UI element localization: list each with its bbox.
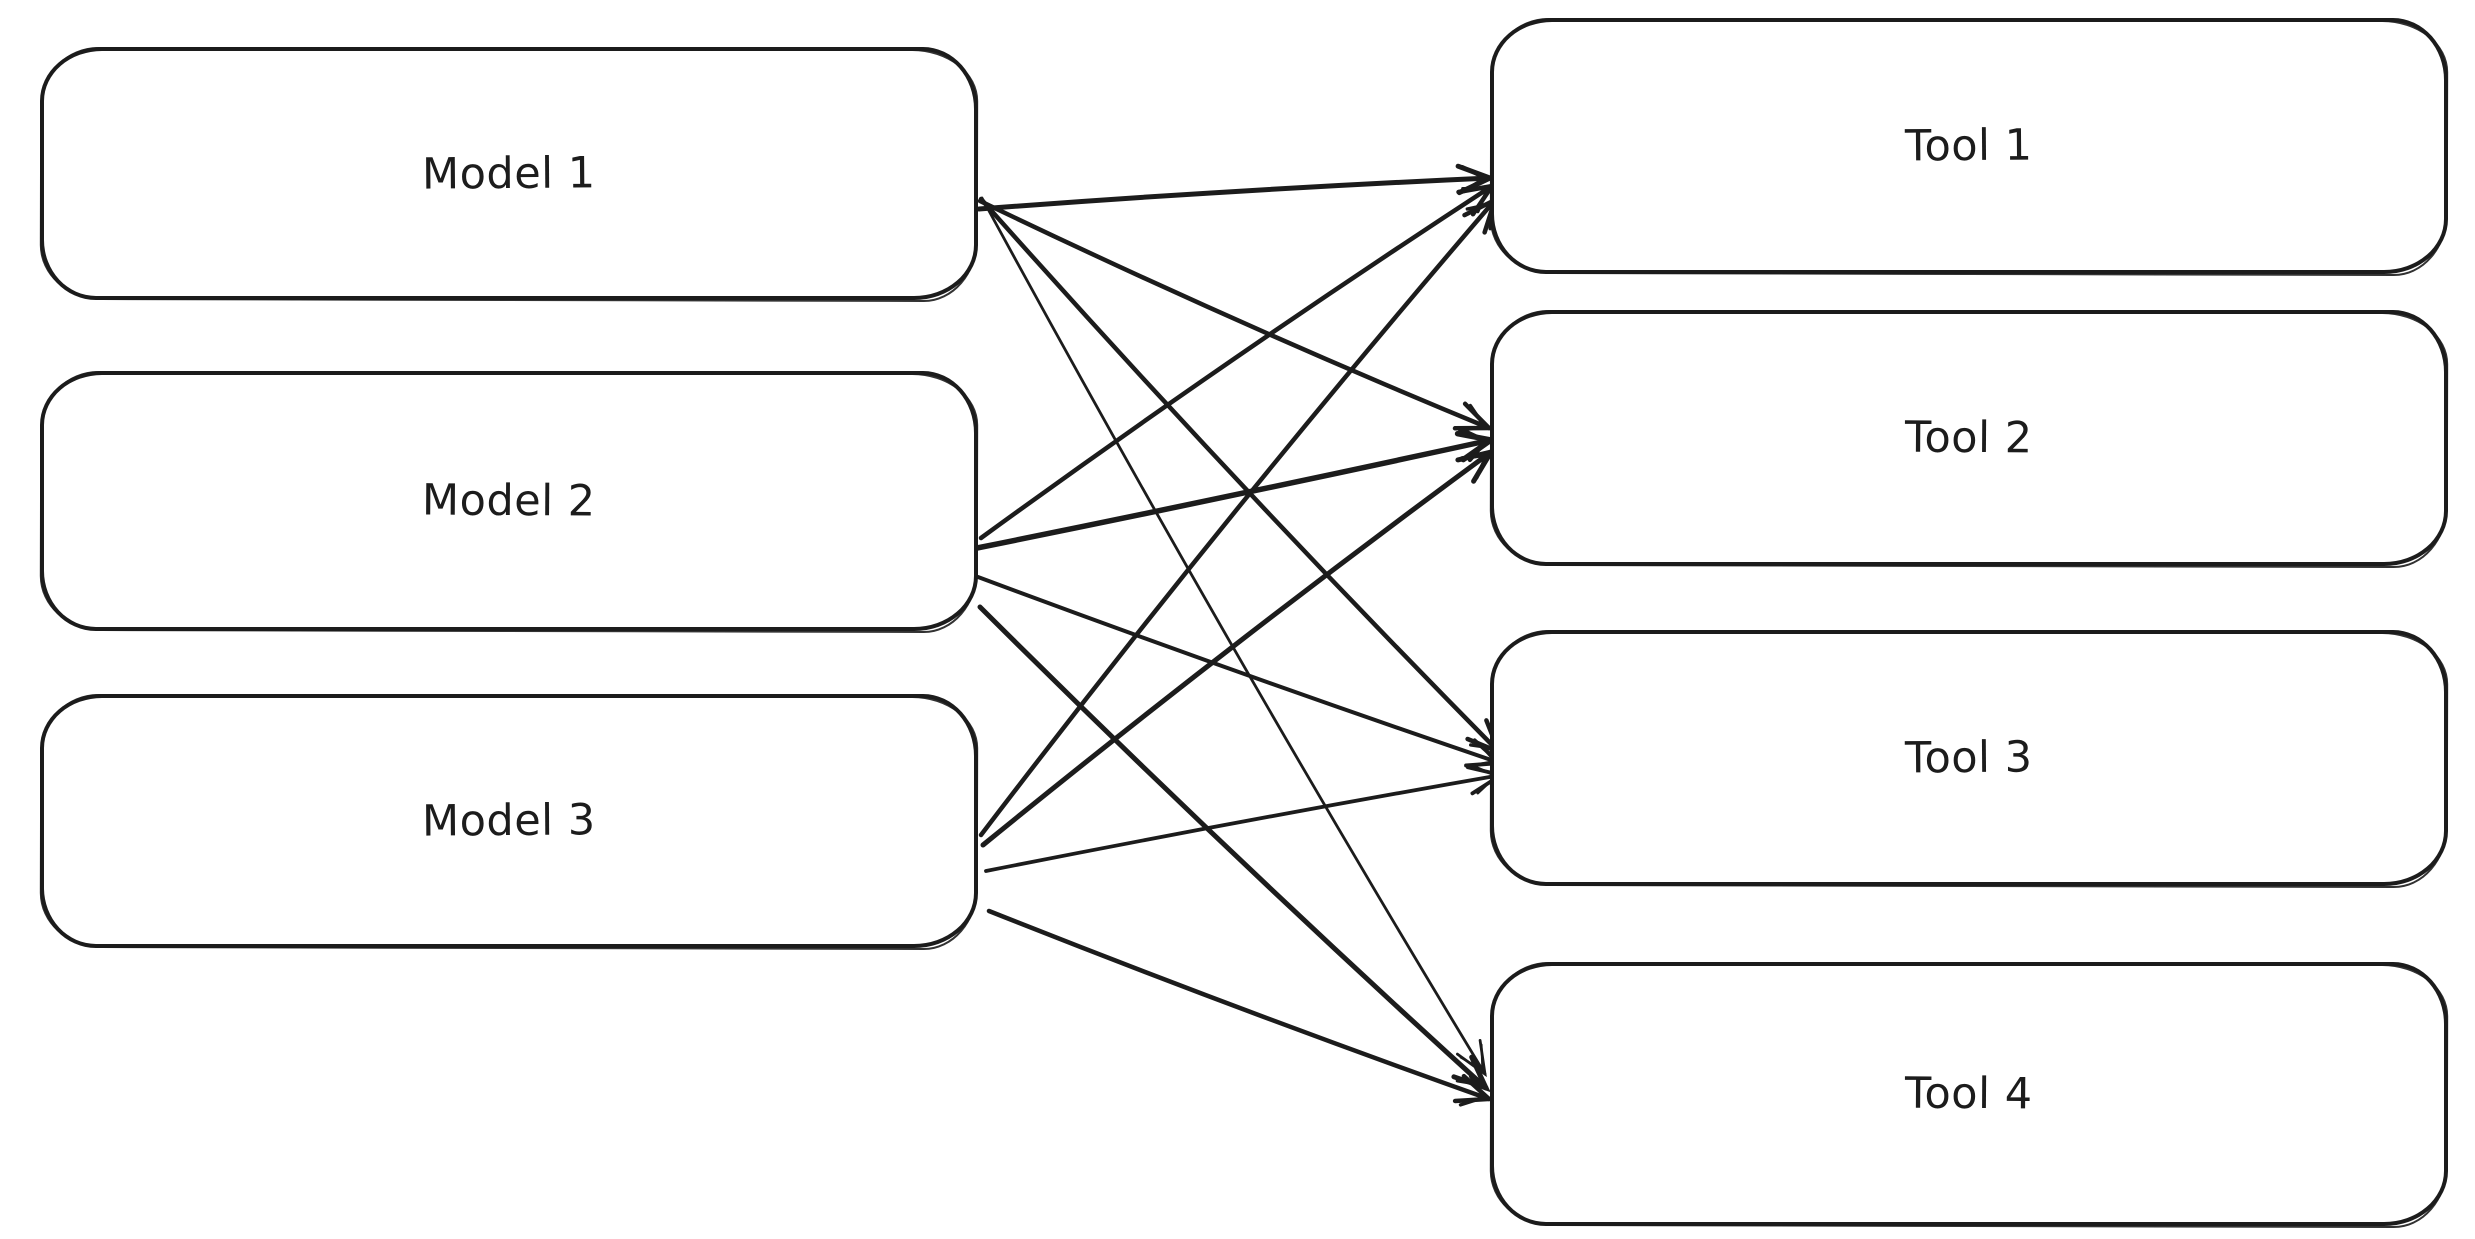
arrow-model-1-to-tool-1	[976, 163, 1497, 212]
arrow-model-2-to-tool-3	[976, 575, 1505, 768]
arrow-model-3-to-tool-2	[980, 448, 1497, 848]
node-tool-2: Tool 2	[1490, 310, 2448, 566]
tool-4-label: Tool 4	[1905, 1068, 2033, 1120]
model-1-label: Model 1	[421, 147, 597, 200]
arrow-model-3-to-tool-4	[986, 908, 1495, 1107]
arrow-model-2-to-tool-1	[978, 182, 1497, 541]
node-tool-4: Tool 4	[1490, 962, 2448, 1226]
model-2-label: Model 2	[422, 475, 596, 527]
arrow-model-1-to-tool-3	[978, 196, 1504, 757]
node-model-1: Model 1	[40, 47, 978, 300]
arrow-model-2-to-tool-2	[974, 428, 1498, 551]
node-tool-3: Tool 3	[1490, 630, 2448, 886]
node-model-2: Model 2	[40, 371, 978, 631]
node-model-3: Model 3	[40, 694, 978, 948]
arrow-model-2-to-tool-4	[977, 604, 1491, 1093]
arrow-model-3-to-tool-3	[984, 764, 1506, 873]
model-3-label: Model 3	[421, 795, 597, 847]
tool-3-label: Tool 3	[1905, 732, 2033, 784]
tool-2-label: Tool 2	[1905, 412, 2033, 464]
tool-1-label: Tool 1	[1905, 120, 2033, 172]
arrow-model-1-to-tool-4	[980, 196, 1487, 1078]
arrow-model-3-to-tool-1	[978, 195, 1499, 838]
arrow-model-1-to-tool-2	[977, 198, 1495, 433]
node-tool-1: Tool 1	[1490, 18, 2448, 274]
